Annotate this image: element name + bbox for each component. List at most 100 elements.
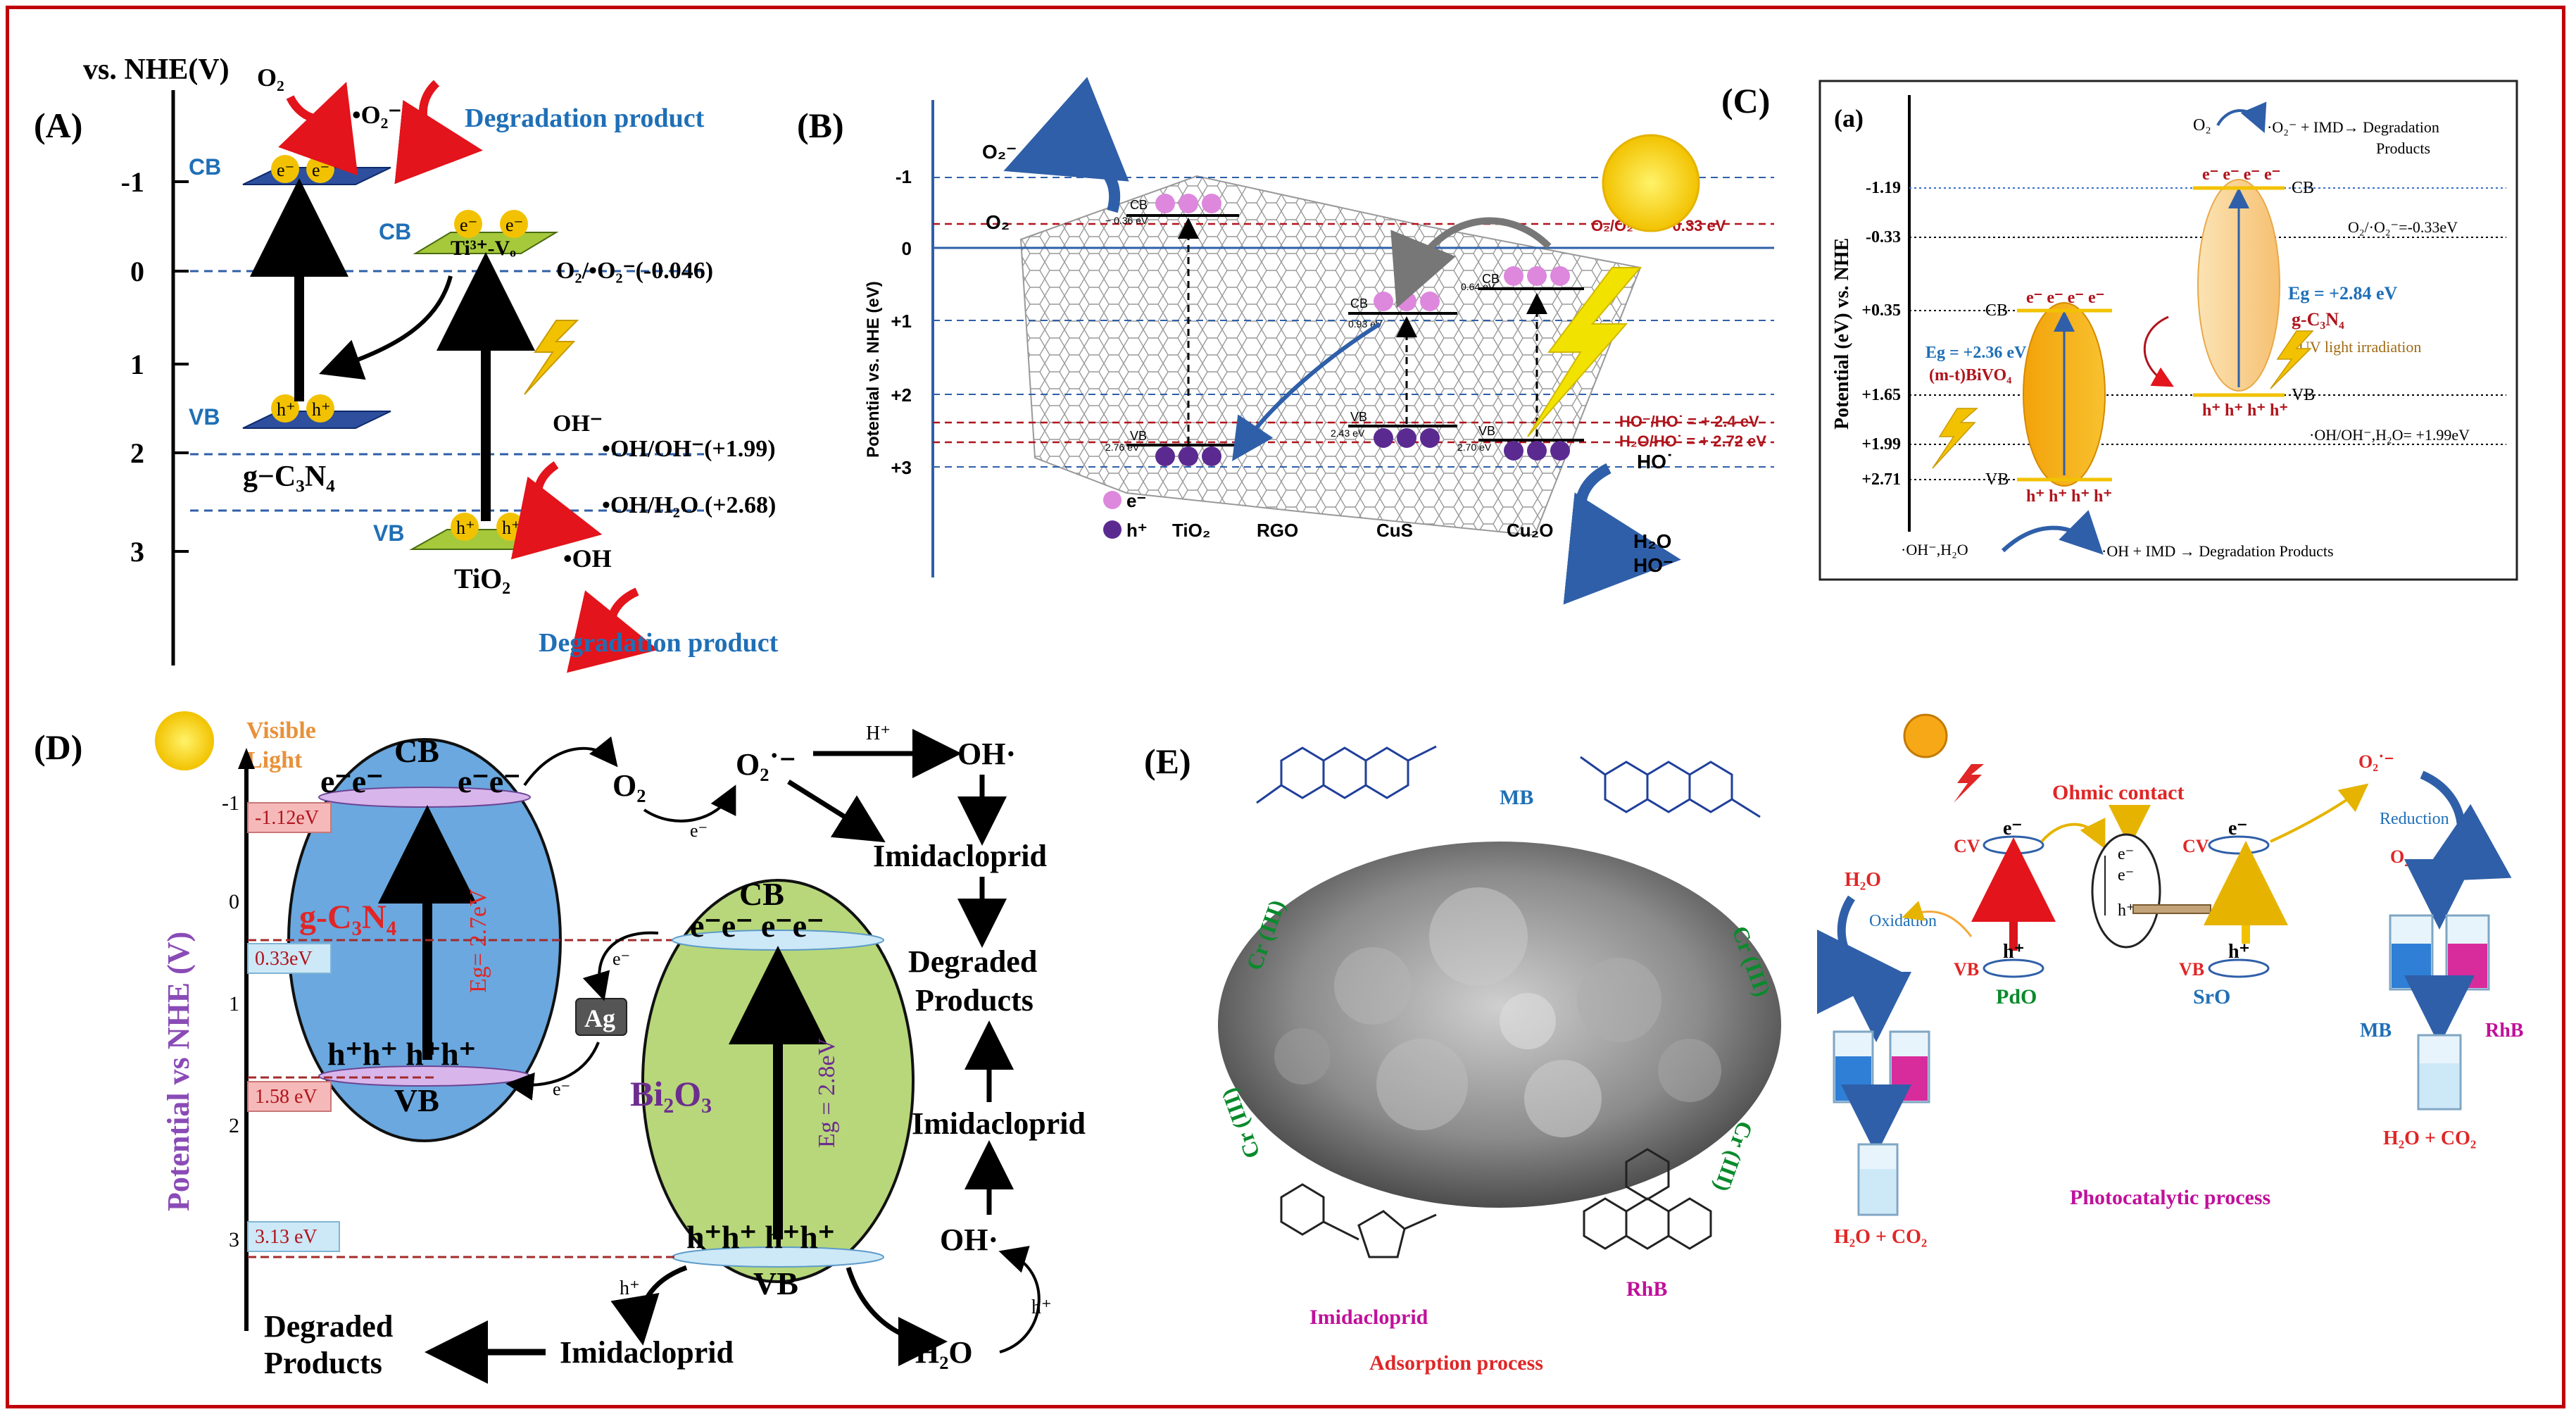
cu2o-vb-value: 2.70 eV bbox=[1457, 442, 1492, 453]
blue-curved-arrow bbox=[2001, 510, 2104, 555]
tick-label: +0.35 bbox=[1861, 301, 1901, 320]
tick-label: +1.65 bbox=[1861, 386, 1901, 404]
electron-label: e⁻ bbox=[460, 215, 477, 235]
panel-b-axis-title: Potential vs. NHE (eV) bbox=[864, 281, 883, 458]
bi2o3-eg: Eg = 2.8eV bbox=[814, 1037, 840, 1148]
axis-arrowhead bbox=[238, 748, 255, 769]
o2-label: O₂ bbox=[2193, 116, 2211, 135]
superoxide-label: •O₂⁻ bbox=[352, 101, 401, 129]
lightning-icon bbox=[1954, 764, 1984, 803]
h-plus-label-2: h⁺ bbox=[1031, 1296, 1052, 1318]
ohmic-label: Ohmic contact bbox=[2052, 781, 2184, 804]
hole-dot bbox=[1374, 428, 1393, 448]
electron-transfer-arrow bbox=[319, 275, 453, 380]
degradation-top: Degradation product bbox=[465, 104, 705, 133]
bi2o3-cb-label: CB bbox=[739, 876, 784, 912]
interface-bar bbox=[2132, 904, 2211, 914]
tio2-vb-value: 2.76 eV bbox=[1105, 442, 1140, 453]
pdo-label: PdO bbox=[1996, 985, 2037, 1008]
sro-electron: e⁻ bbox=[2228, 818, 2247, 839]
tick-label: +1.99 bbox=[1861, 435, 1901, 454]
lightning-icon bbox=[2270, 330, 2314, 389]
panel-c-label: (C) bbox=[1721, 81, 1770, 120]
hole-dot bbox=[271, 394, 299, 423]
bi2o3-holes: h⁺h⁺ h⁺h⁺ bbox=[686, 1219, 835, 1255]
ti-vo-label: Ti³⁺-Vₒ bbox=[451, 237, 516, 260]
top-reaction-2: Products bbox=[2376, 139, 2430, 157]
figure-frame bbox=[6, 6, 2565, 1408]
red-curved-arrow bbox=[510, 461, 603, 560]
gcn-holes: h⁺ h⁺ h⁺ h⁺ bbox=[2202, 401, 2288, 420]
tick-label: -1 bbox=[896, 166, 912, 187]
oxidation-arrow bbox=[1816, 895, 1902, 1014]
electron-label: e⁻ bbox=[505, 215, 523, 235]
superoxide-label: O₂⁻ bbox=[982, 141, 1017, 163]
products-right: H₂O + CO₂ bbox=[2383, 1127, 2476, 1149]
hole-dot bbox=[1397, 428, 1416, 448]
panel-b-ticks: -1 0 +1 +2 +3 bbox=[891, 166, 912, 478]
electron-dot bbox=[1202, 194, 1221, 213]
tick-label: 1 bbox=[130, 349, 144, 380]
lightning-icon bbox=[1527, 267, 1642, 437]
tick-label: 3 bbox=[229, 1228, 239, 1251]
gcn-label: g-C₃N₄ bbox=[299, 899, 396, 936]
sun-icon bbox=[1903, 713, 1948, 758]
hole-dot bbox=[1504, 441, 1523, 461]
ag-label: Ag bbox=[584, 1004, 615, 1032]
mb-label: MB bbox=[1500, 786, 1533, 809]
sun-icon bbox=[155, 711, 214, 770]
level-box bbox=[247, 943, 332, 974]
hole-dot bbox=[1155, 446, 1175, 466]
level-box bbox=[247, 802, 332, 833]
superoxide-to-imida-arrow bbox=[787, 780, 886, 843]
level-value: 1.58 eV bbox=[255, 1086, 318, 1108]
sun-icon bbox=[1602, 134, 1700, 232]
cus-vb-value: 2.43 eV bbox=[1331, 427, 1365, 439]
hole-to-oxidation-arrow bbox=[1902, 901, 1973, 937]
gcn-cb-label: CB bbox=[2292, 179, 2314, 197]
beaker-blue-icon bbox=[1833, 1030, 1874, 1104]
blue-curved-arrow bbox=[2216, 101, 2267, 134]
electron-label: e⁻ bbox=[553, 1079, 570, 1099]
interface-ellipse bbox=[2091, 833, 2161, 949]
tio2-label: TiO₂ bbox=[1172, 520, 1210, 541]
electron-dot bbox=[1179, 194, 1198, 213]
degradation-bottom: Degradation product bbox=[539, 628, 779, 658]
gcn-holes: h⁺h⁺ h⁺h⁺ bbox=[327, 1036, 476, 1072]
hole-dot bbox=[1527, 441, 1547, 461]
o2-to-radical-arrow bbox=[643, 784, 736, 823]
cb-label: CB bbox=[1482, 272, 1500, 286]
grey-transfer-arrow bbox=[1390, 217, 1552, 308]
tick-label: 0 bbox=[130, 256, 144, 287]
panel-b: (B) Potential vs. NHE (eV) -1 0 +1 +2 +3… bbox=[797, 77, 1774, 605]
photocatalytic-label: Photocatalytic process bbox=[2070, 1186, 2270, 1209]
gcn-cb-label: CB bbox=[189, 154, 221, 180]
level-box bbox=[247, 1221, 340, 1252]
bi2o3-label: Bi₂O₃ bbox=[630, 1074, 712, 1113]
sem-texture bbox=[1274, 887, 1721, 1137]
oh-bottom-label: OH· bbox=[940, 1223, 998, 1257]
couple-oh-label: ·OH/OH⁻,H₂O= +1.99eV bbox=[2309, 426, 2470, 444]
tick-label: -1 bbox=[121, 166, 144, 198]
hole-dot bbox=[1420, 428, 1440, 448]
transfer-arrow bbox=[2270, 783, 2369, 843]
level-value: -1.12eV bbox=[255, 807, 319, 829]
h2o-label: H₂O bbox=[915, 1335, 973, 1370]
oh-radical-label: ·OH bbox=[1862, 970, 1895, 990]
tio2-cb-value: − 0.36 eV bbox=[1105, 215, 1148, 226]
electron-label: e⁻ bbox=[277, 160, 294, 180]
tick-label: -0.33 bbox=[1866, 228, 1901, 246]
panel-e-label: (E) bbox=[1144, 742, 1191, 781]
couple-oh-label: •OH/OH⁻(+1.99) bbox=[602, 436, 776, 462]
sro-vb-band bbox=[2208, 958, 2270, 978]
imida-top-label: Imidacloprid bbox=[873, 839, 1047, 873]
tick-label: 0 bbox=[229, 890, 239, 913]
panel-b-label: (B) bbox=[797, 106, 844, 145]
sem-image bbox=[1218, 842, 1781, 1208]
vb-label: VB bbox=[1350, 410, 1367, 424]
imida-bottom-label: Imidacloprid bbox=[560, 1335, 734, 1370]
ho-minus-label: HO⁻ bbox=[1633, 554, 1673, 576]
mb-molecule-icon bbox=[1256, 745, 1437, 804]
panel-d-axis-title: Potential vs NHE (V) bbox=[161, 932, 196, 1211]
